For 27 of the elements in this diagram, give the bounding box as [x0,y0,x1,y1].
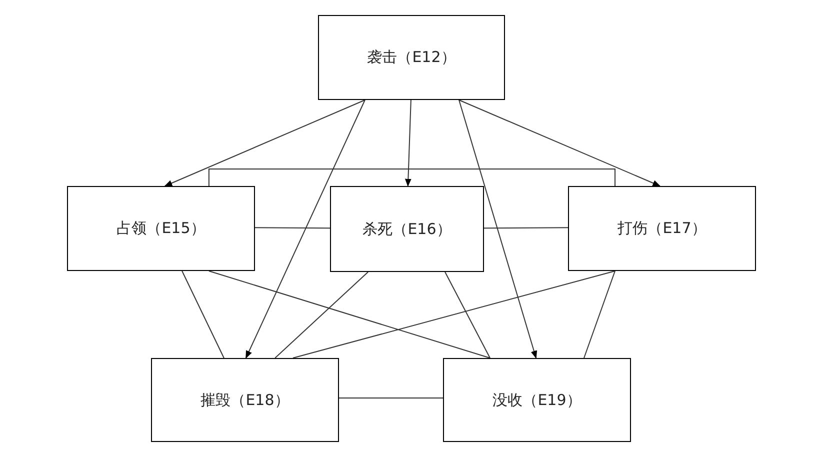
box-label: 杀死（E16） [362,220,452,238]
arrow [164,100,366,186]
connector-line [254,227,330,229]
process-box [568,186,756,271]
process-box [151,358,339,442]
connector-line [584,270,616,358]
process-box [318,15,505,100]
box-label: 打伤（E17） [618,219,706,238]
arrow [458,100,538,359]
arrow [404,100,412,187]
box-label: 占领（E15） [116,219,206,238]
arrow [458,100,661,186]
connector-line [444,272,490,358]
connector-line [484,227,568,229]
process-box [67,186,255,271]
connector-line [338,397,444,398]
box-label: 没收（E19） [492,390,582,410]
process-box [330,186,484,272]
connector-line [208,168,616,186]
process-box [443,358,631,442]
box-label: 摧毁（E18） [200,390,290,410]
box-label: 袭击（E12） [367,48,456,67]
connector-line [292,270,616,358]
connector-line [274,272,369,358]
arrow [245,100,366,359]
connector-line [208,270,490,358]
connector-line [182,270,224,358]
